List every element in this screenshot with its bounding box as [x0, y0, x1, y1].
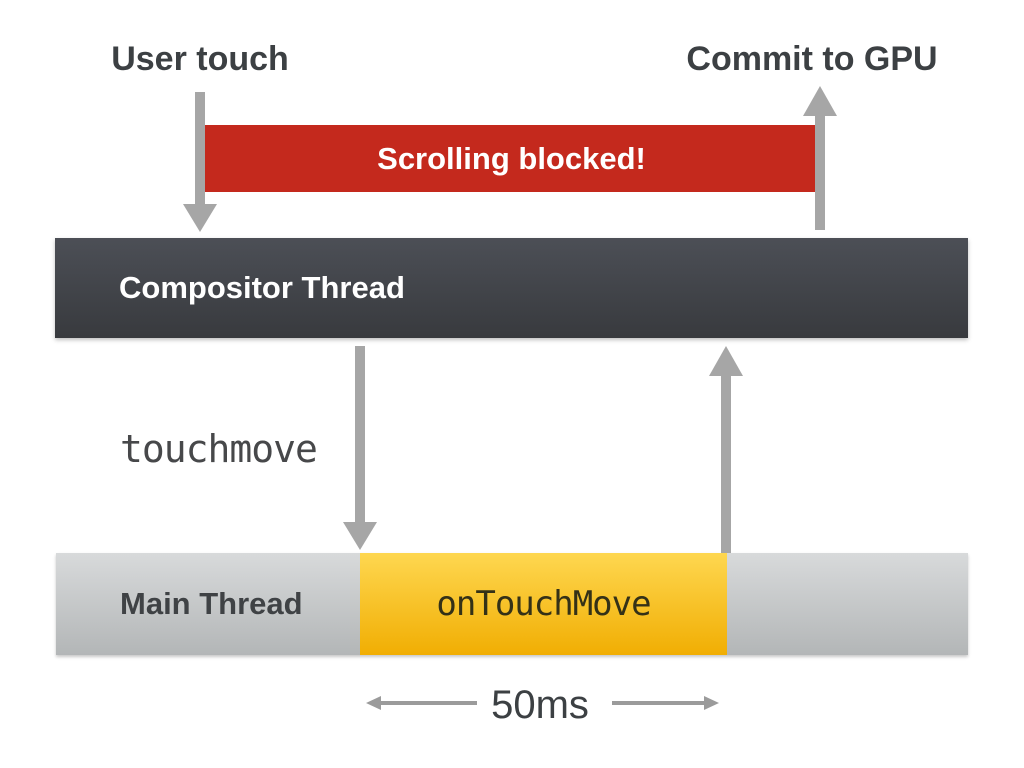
commit-arrow-line: [815, 116, 825, 230]
scrolling-blocked-banner: Scrolling blocked!: [205, 125, 818, 192]
user-touch-label: User touch: [111, 40, 289, 78]
touchmove-label: touchmove: [120, 427, 318, 471]
commit-arrow-up-icon: [803, 86, 837, 116]
compositor-thread-label: Compositor Thread: [119, 270, 405, 305]
main-thread-label: Main Thread: [120, 586, 303, 621]
user-touch-arrow-down-icon: [183, 204, 217, 232]
user-touch-arrow-line: [195, 92, 205, 204]
main-to-compositor-arrow-line: [721, 376, 731, 553]
commit-to-gpu-label: Commit to GPU: [686, 40, 938, 78]
duration-arrow-right-icon: [704, 696, 719, 710]
ontouchmove-task-block: onTouchMove: [360, 553, 727, 655]
compositor-to-main-arrow-line: [355, 346, 365, 522]
compositor-thread-bar: Compositor Thread: [55, 238, 968, 338]
duration-label: 50ms: [491, 683, 589, 727]
compositor-to-main-arrow-down-icon: [343, 522, 377, 550]
duration-arrow-left-line: [381, 701, 477, 705]
duration-arrow-right-line: [612, 701, 704, 705]
scrolling-blocked-label: Scrolling blocked!: [377, 140, 646, 176]
main-thread-bar: Main Thread onTouchMove: [56, 553, 968, 655]
ontouchmove-label: onTouchMove: [436, 584, 651, 624]
main-to-compositor-arrow-up-icon: [709, 346, 743, 376]
duration-arrow-left-icon: [366, 696, 381, 710]
